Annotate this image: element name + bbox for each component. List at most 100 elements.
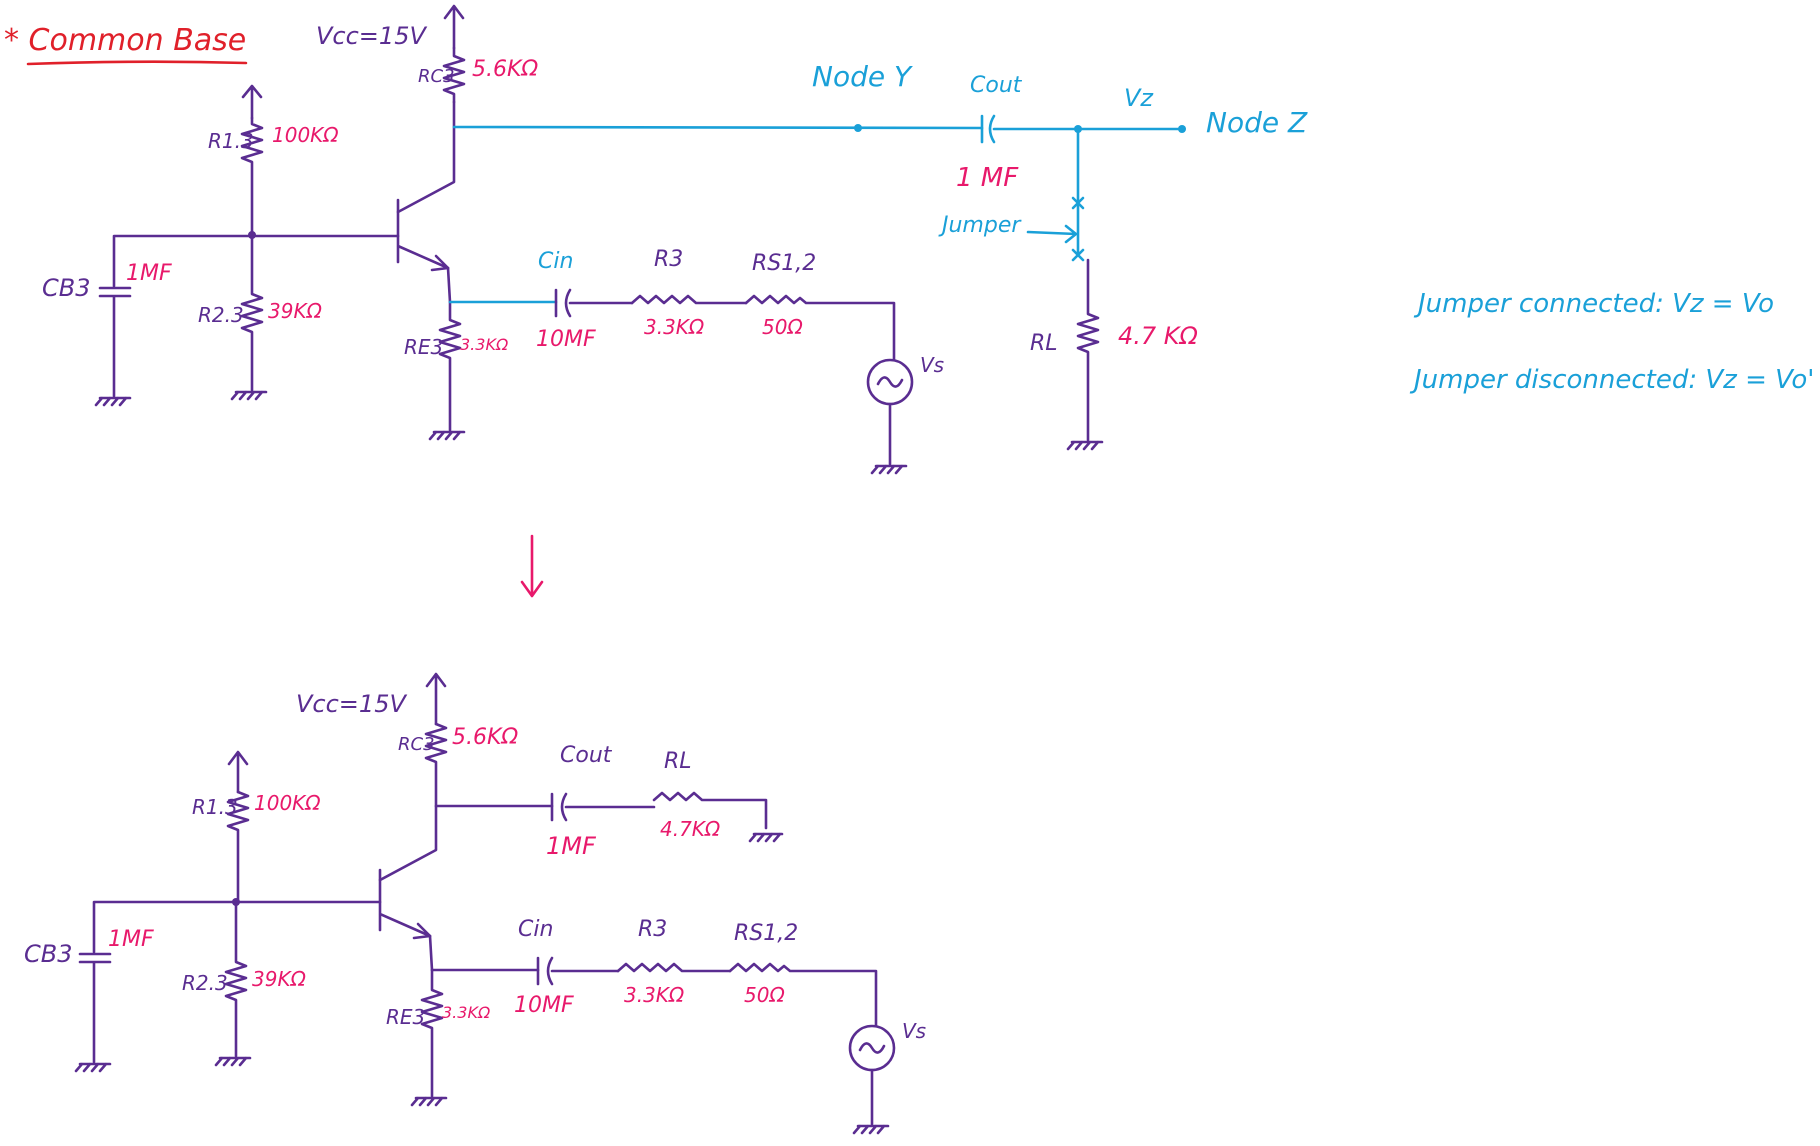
r1-resistor: [240, 116, 264, 236]
b-vcc-label: Vcc=15V: [296, 690, 407, 718]
b-cin-label: Cin: [518, 917, 553, 942]
b-cin-value: 10MF: [514, 993, 574, 1018]
note-jumper-connected: Jumper connected: Vz = Vo: [1413, 289, 1774, 319]
node-z-dot: [1178, 125, 1186, 133]
b-rc-value: 5.6KΩ: [452, 725, 518, 750]
b-base-bus: [92, 900, 382, 954]
b-vs-ground-icon: [852, 1124, 890, 1135]
bottom-circuit: Vcc=15V RC3 5.6KΩ Cout 1MF RL 4.7KΩ R1.3…: [24, 672, 926, 1135]
title-block: * Common Base: [4, 23, 248, 66]
rs-label: RS1,2: [752, 251, 816, 276]
jumper-mark-top: [1071, 196, 1085, 210]
b-cb-capacitor: [78, 952, 112, 1064]
b-cin-capacitor: [536, 956, 620, 986]
cout-label: Cout: [970, 73, 1023, 98]
collector-wire: [396, 100, 456, 214]
b-r1-label: R1.3: [192, 795, 238, 819]
base-bus: [112, 234, 400, 288]
cin-capacitor: [554, 288, 634, 318]
transistor-bjt: [396, 198, 450, 270]
page-title: * Common Base: [4, 23, 246, 58]
b-re-label: RE3: [386, 1005, 425, 1029]
rl-value: 4.7 KΩ: [1118, 322, 1199, 350]
jumper-arrow: [1026, 224, 1078, 244]
r2-ground-icon: [230, 390, 268, 401]
top-circuit: Vcc=15V RC3 5.6KΩ R1.3 100KΩ CB3 1MF R2.…: [42, 4, 1308, 475]
rl-ground-icon: [1066, 440, 1104, 451]
cin-label: Cin: [538, 249, 573, 274]
b-rs-value: 50Ω: [744, 983, 785, 1007]
b-r2-label: R2.3: [182, 971, 228, 995]
b-cout-label: Cout: [560, 743, 613, 768]
jumper-mark-bottom: [1071, 248, 1085, 262]
r1-label: R1.3: [208, 129, 254, 153]
transform-arrow: [520, 534, 544, 598]
b-vs-sine: [858, 1042, 886, 1054]
node-y-label: Node Y: [812, 60, 913, 93]
rl-resistor: [1076, 258, 1100, 442]
rc-value: 5.6KΩ: [472, 57, 538, 82]
emitter-wire: [446, 266, 452, 304]
b-rs-resistor: [728, 962, 878, 1028]
b-r3-value: 3.3KΩ: [624, 983, 685, 1007]
r3-resistor: [630, 294, 748, 305]
b-transistor-bjt: [378, 868, 432, 938]
b-r3-label: R3: [638, 917, 667, 942]
b-cout-capacitor: [550, 792, 656, 822]
r3-label: R3: [654, 247, 683, 272]
cb-capacitor: [98, 286, 132, 398]
b-r2-resistor: [224, 900, 248, 1058]
b-r2-ground-icon: [214, 1056, 252, 1067]
b-r1-resistor: [226, 790, 250, 902]
node-y-dot: [854, 124, 862, 132]
note-jumper-disconnected: Jumper disconnected: Vz = Vo': [1409, 365, 1814, 395]
b-cb-label: CB3: [24, 940, 73, 968]
b-cout-value: 1MF: [546, 832, 597, 860]
cin-value: 10MF: [536, 327, 596, 352]
title-underline: [26, 60, 248, 66]
cout-capacitor: [980, 114, 1184, 144]
r2-label: R2.3: [198, 303, 244, 327]
re-value: 3.3KΩ: [460, 335, 509, 354]
output-wire: [452, 125, 984, 130]
b-rl-value: 4.7KΩ: [660, 817, 721, 841]
cb-label: CB3: [42, 274, 91, 302]
r1-value: 100KΩ: [272, 123, 339, 147]
cout-value: 1 MF: [956, 163, 1019, 193]
r2-value: 39KΩ: [268, 299, 323, 323]
b-rl-label: RL: [664, 749, 692, 774]
re-resistor: [438, 300, 462, 432]
r3-value: 3.3KΩ: [644, 315, 705, 339]
jumper-label: Jumper: [938, 213, 1022, 238]
vcc-label: Vcc=15V: [316, 22, 427, 50]
b-r2-value: 39KΩ: [252, 967, 307, 991]
b-r1-supply-arrow: [227, 750, 249, 794]
r1-supply-arrow: [241, 84, 263, 120]
b-r1-value: 100KΩ: [254, 791, 321, 815]
re-label: RE3: [404, 335, 443, 359]
rs-value: 50Ω: [762, 315, 803, 339]
b-vs-label: Vs: [902, 1019, 926, 1043]
rs-resistor: [744, 294, 896, 362]
rc-label: RC3: [418, 66, 455, 87]
b-re-value: 3.3KΩ: [442, 1003, 491, 1022]
b-vcc-arrow: [425, 672, 447, 726]
b-rl-ground-icon: [748, 832, 784, 843]
vs-ground-icon: [870, 464, 908, 475]
vz-label: Vz: [1124, 84, 1154, 112]
rl-label: RL: [1030, 331, 1058, 356]
re-ground-icon: [428, 430, 466, 441]
b-re-ground-icon: [410, 1096, 448, 1107]
b-re-resistor: [420, 968, 444, 1098]
b-rs-label: RS1,2: [734, 921, 798, 946]
vs-label: Vs: [920, 353, 944, 377]
cb-value: 1MF: [126, 261, 172, 286]
rc-resistor: [442, 46, 466, 104]
b-rl-resistor: [652, 791, 768, 830]
b-r3-resistor: [616, 962, 732, 973]
r2-resistor: [240, 234, 264, 392]
b-rc-label: RC3: [398, 734, 435, 755]
node-z-label: Node Z: [1206, 106, 1308, 139]
vs-sine: [876, 376, 904, 388]
